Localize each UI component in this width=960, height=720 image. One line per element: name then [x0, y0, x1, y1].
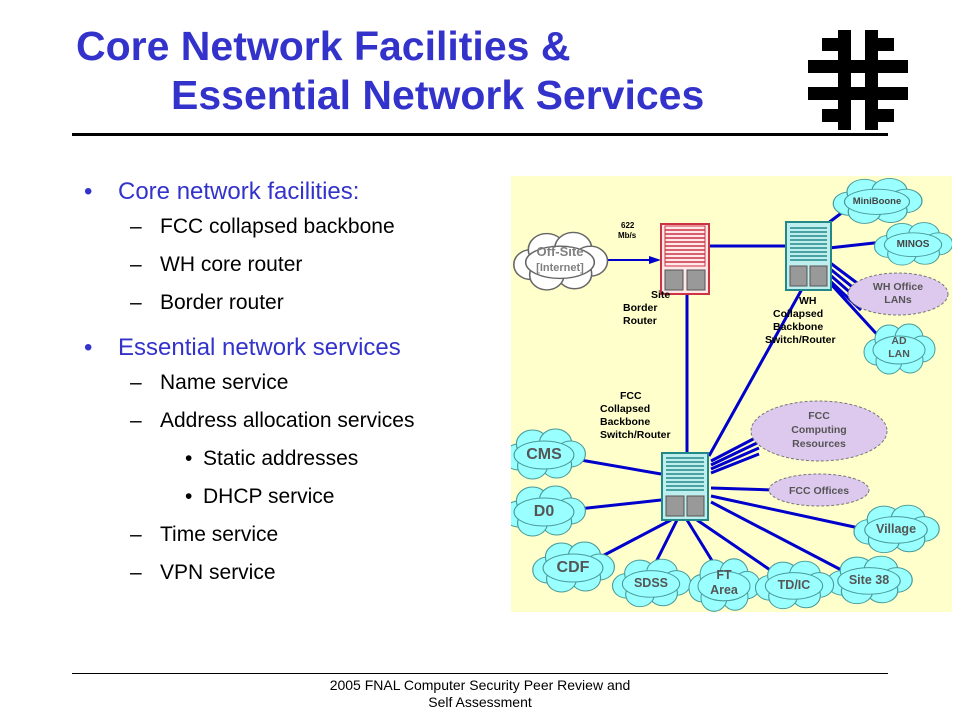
fcc-router-label-1: FCC — [620, 390, 642, 402]
border-router-label-3: Router — [623, 315, 657, 327]
bullet-core-item: WH core router — [80, 246, 510, 284]
wh-router-label-1: WH — [799, 295, 817, 307]
bullet-time-service: Time service — [80, 516, 510, 554]
link-speed-label-2: Mb/s — [618, 231, 637, 240]
bullet-list: Core network facilities: FCC collapsed b… — [80, 176, 510, 592]
border-router-icon — [660, 223, 710, 295]
network-diagram: 622 Mb/s Off-Site [Internet] Site Border… — [511, 176, 952, 612]
ad-lan-label-2: LAN — [888, 348, 910, 360]
footer-line-1: 2005 FNAL Computer Security Peer Review … — [329, 677, 631, 693]
fcc-offices-label: FCC Offices — [789, 485, 849, 497]
title-divider — [72, 133, 888, 136]
site38-label: Site 38 — [849, 573, 889, 587]
footer: 2005 FNAL Computer Security Peer Review … — [280, 677, 680, 711]
fcc-computing-label-3: Resources — [792, 438, 846, 450]
wh-router-label-2: Collapsed — [773, 308, 823, 320]
offsite-label: Off-Site — [537, 244, 584, 259]
offsite-sublabel: [Internet] — [536, 262, 584, 274]
link-speed-label-1: 622 — [621, 221, 635, 230]
bullet-address-sub: DHCP service — [80, 478, 510, 516]
page-title: Core Network Facilities & Essential Netw… — [76, 22, 704, 120]
title-line-1: Core Network Facilities & — [76, 23, 571, 69]
bullet-core-heading: Core network facilities: — [80, 176, 510, 208]
fcc-offices-bubble — [768, 473, 870, 507]
ft-area-label-1: FT — [716, 568, 732, 582]
footer-divider — [72, 673, 888, 674]
border-router-label-2: Border — [623, 302, 657, 314]
fcc-router-label-3: Backbone — [600, 416, 650, 428]
wh-router-label-4: Switch/Router — [765, 334, 836, 346]
fcc-router-icon — [661, 452, 709, 521]
bullet-name-service: Name service — [80, 364, 510, 402]
wh-router-label-3: Backbone — [773, 321, 823, 333]
cms-label: CMS — [526, 446, 562, 463]
bullet-address-service: Address allocation services — [80, 402, 510, 440]
fcc-computing-bubble — [750, 400, 888, 462]
title-line-2: Essential Network Services — [171, 72, 705, 118]
footer-line-2: Self Assessment — [428, 694, 532, 710]
ft-area-label-2: Area — [710, 583, 739, 597]
bullet-core-item: Border router — [80, 284, 510, 322]
wh-office-label-2: LANs — [884, 294, 912, 306]
wh-router-icon — [785, 221, 832, 291]
wh-office-label-1: WH Office — [873, 281, 923, 293]
minos-label: MINOS — [897, 239, 930, 250]
bullet-address-sub: Static addresses — [80, 440, 510, 478]
fcc-router-label-4: Switch/Router — [600, 429, 671, 441]
sdss-label: SDSS — [634, 576, 668, 590]
fcc-router-label-2: Collapsed — [600, 403, 650, 415]
fcc-computing-label-1: FCC — [808, 410, 830, 422]
d0-label: D0 — [534, 503, 555, 520]
border-router-label-1: Site — [651, 289, 670, 301]
bullet-essential-heading: Essential network services — [80, 332, 510, 364]
fcc-computing-label-2: Computing — [791, 424, 846, 436]
miniboone-label: MiniBoone — [853, 196, 902, 207]
wh-office-lans-bubble — [847, 272, 949, 316]
cdf-label: CDF — [557, 559, 590, 576]
village-label: Village — [876, 522, 916, 536]
ad-lan-label-1: AD — [891, 335, 907, 347]
tdic-label: TD/IC — [778, 578, 811, 592]
fermilab-logo-icon — [808, 30, 908, 130]
bullet-vpn-service: VPN service — [80, 554, 510, 592]
bullet-core-item: FCC collapsed backbone — [80, 208, 510, 246]
